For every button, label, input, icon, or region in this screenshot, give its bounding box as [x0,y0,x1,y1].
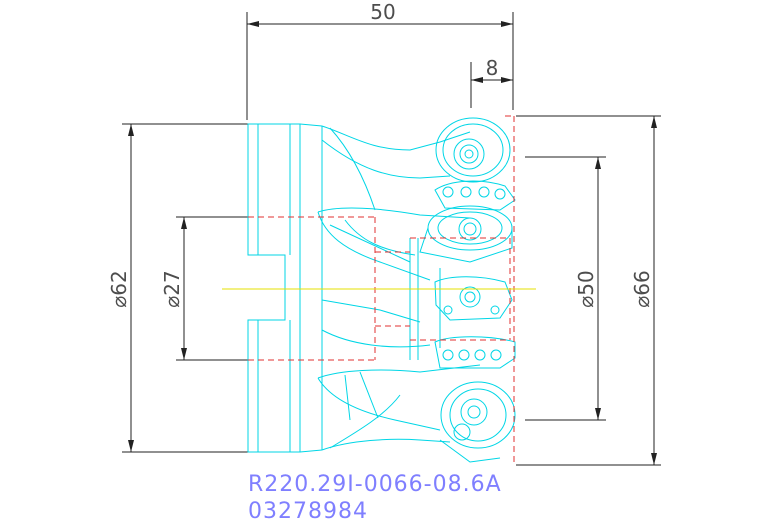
dimension-dia-outer: ⌀62 [107,123,250,453]
dimension-label-50: 50 [370,0,395,24]
dimension-dia-cut-inner: ⌀50 [525,156,606,421]
dimension-label-8: 8 [486,56,499,80]
insert-bottom [439,381,516,463]
dimension-label-dia-50: ⌀50 [574,270,598,308]
cutter-body-outline [247,123,481,453]
dimension-label-dia-66: ⌀66 [630,270,654,308]
insert-teeth-top [434,180,516,211]
insert-mid-upper [419,205,513,263]
order-code: 03278984 [248,499,368,523]
dimension-label-dia-62: ⌀62 [107,270,131,308]
dimension-length-total: 50 [246,0,514,120]
dimension-length-insert: 8 [470,56,513,108]
part-number: R220.29I-0066-08.6A [248,472,502,497]
insert-mid-lower [434,276,513,321]
dimension-dia-bore: ⌀27 [160,216,250,361]
dimension-label-dia-27: ⌀27 [160,270,184,308]
insert-top [435,117,511,183]
insert-teeth-bottom [434,336,516,369]
dimension-dia-cut-outer: ⌀66 [516,115,661,466]
